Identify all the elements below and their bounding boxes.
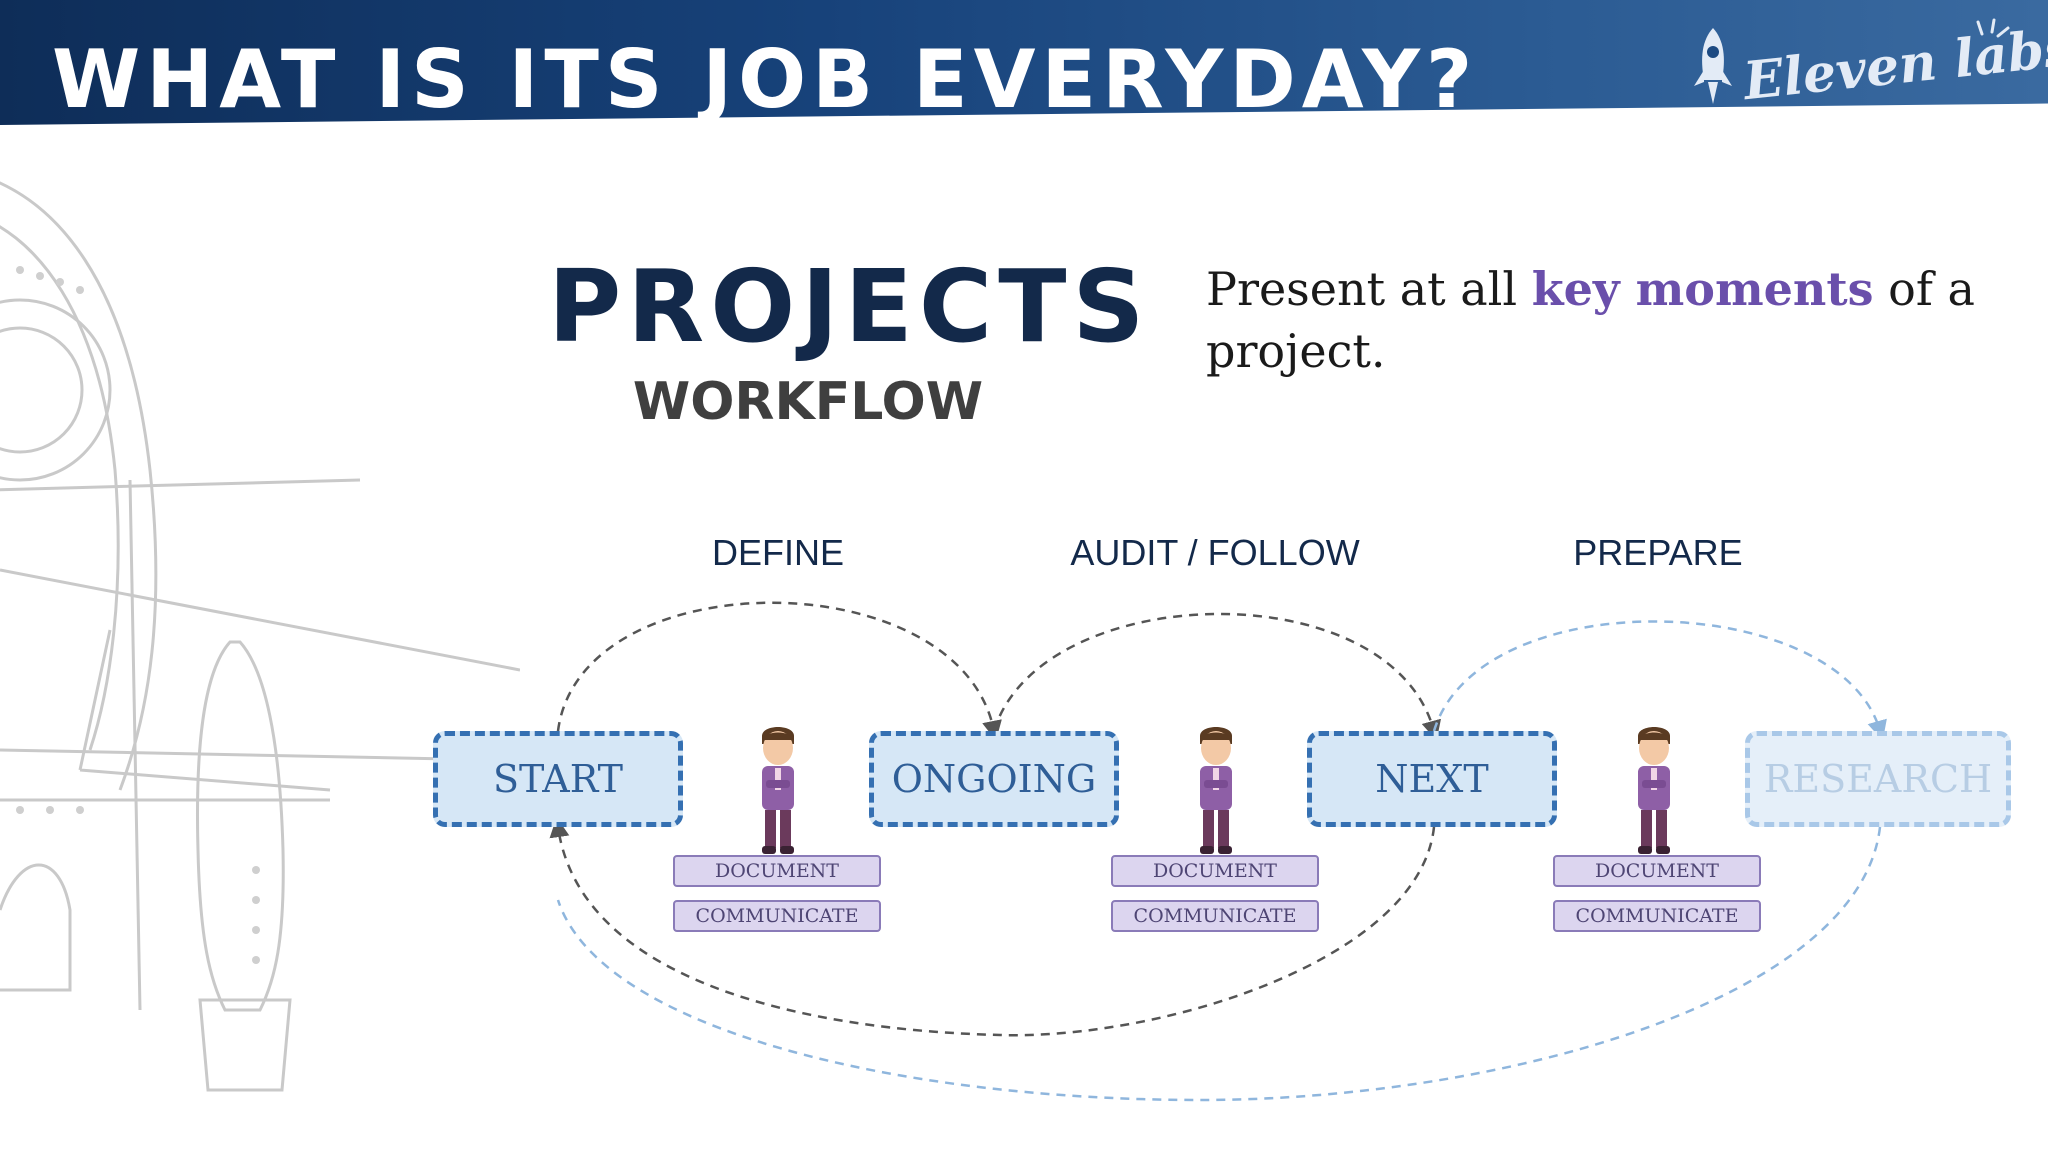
stage-next: NEXT: [1307, 731, 1557, 827]
description-start: Present at all: [1206, 262, 1532, 316]
stage-ongoing: ONGOING: [869, 731, 1119, 827]
phase-label-define: DEFINE: [711, 532, 844, 573]
eleven-labs-logo: Eleven labs: [1688, 17, 2048, 118]
header-banner: WHAT IS ITS JOB EVERYDAY? Eleven labs: [0, 0, 2048, 155]
sparkle-icon: [1976, 18, 2010, 38]
tag-communicate: COMMUNICATE: [1553, 900, 1761, 932]
arc-define: [556, 601, 1002, 741]
projects-title: PROJECTS: [548, 248, 1151, 365]
tag-communicate: COMMUNICATE: [673, 900, 881, 932]
key-moments-highlight: key moments: [1531, 262, 1874, 316]
tag-document: DOCUMENT: [1553, 855, 1761, 887]
tag-document: DOCUMENT: [673, 855, 881, 887]
workflow-subtitle: WORKFLOW: [632, 372, 984, 432]
rocket-icon: [1694, 28, 1732, 104]
description-end: of a project.: [1206, 262, 1975, 378]
phase-label-prepare: PREPARE: [1573, 532, 1743, 573]
rocket-sketch-illustration: [0, 181, 520, 1092]
arc-return-research: [556, 826, 1882, 1102]
person-figure: [1638, 727, 1670, 854]
tag-communicate: COMMUNICATE: [1111, 900, 1319, 932]
stage-research: RESEARCH: [1745, 731, 2011, 827]
stage-start: START: [433, 731, 683, 827]
phase-label-audit-follow: AUDIT / FOLLOW: [1070, 532, 1360, 573]
description-text: Present at all key moments of a project.: [1206, 258, 2006, 382]
arc-return-next: [549, 817, 1436, 1037]
tag-document: DOCUMENT: [1111, 855, 1319, 887]
person-figure: [762, 727, 794, 854]
arc-prepare: [1432, 620, 1887, 741]
slide-title: WHAT IS ITS JOB EVERYDAY?: [52, 33, 1479, 126]
arc-audit-follow: [992, 612, 1441, 741]
person-figure: [1200, 727, 1232, 854]
